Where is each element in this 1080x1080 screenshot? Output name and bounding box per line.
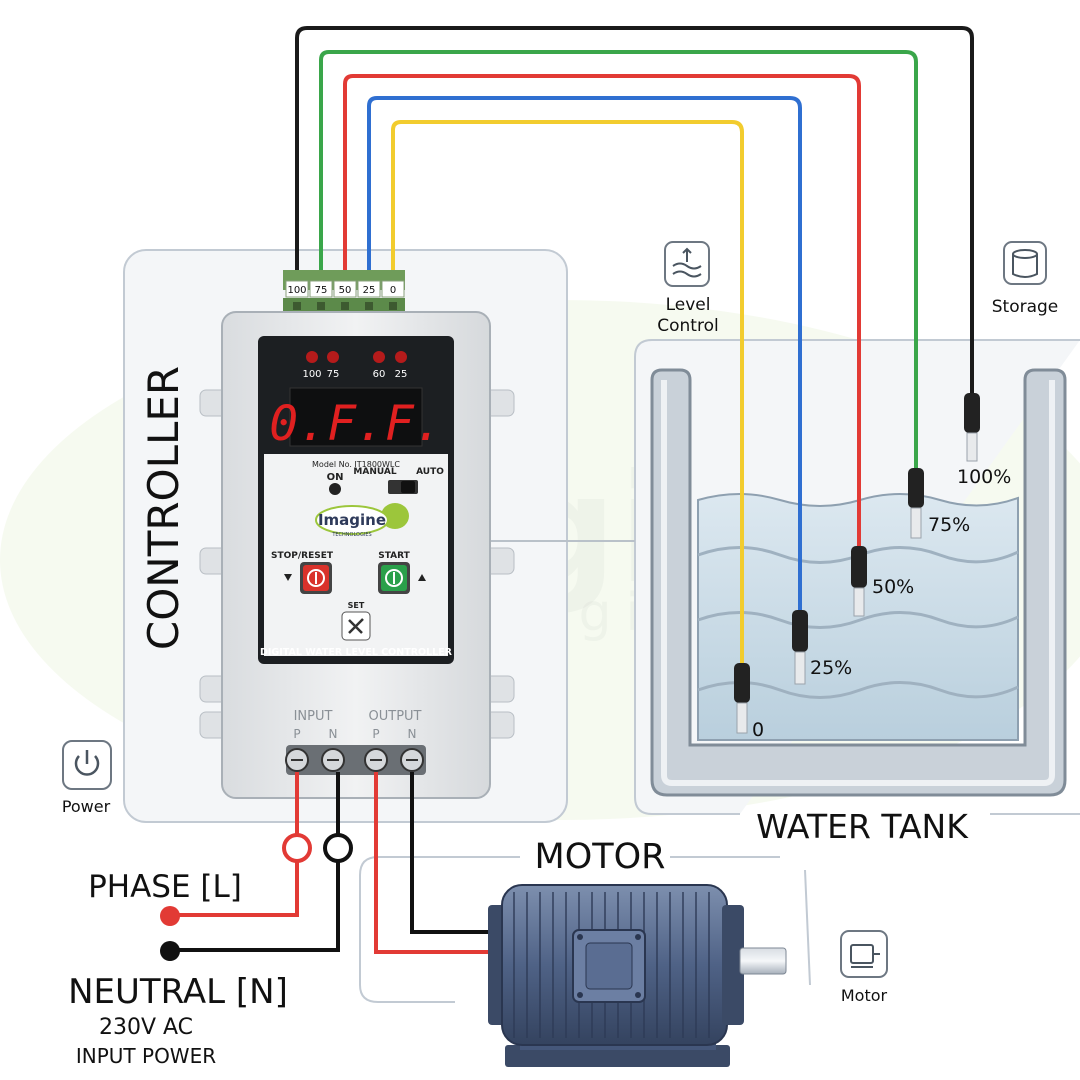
down-arrow-icon [284,574,292,581]
neutral-label: NEUTRAL [N] [68,972,288,1012]
pin-output-p: P [372,727,379,741]
level-control-label-2: Control [657,316,718,336]
start-button[interactable] [378,562,410,594]
led-75 [327,351,339,363]
motor [488,884,787,1067]
terminal-screw [317,302,325,310]
phase-wire [172,772,299,917]
seven-seg-display [289,387,423,447]
led-label-25: 25 [395,369,408,380]
led-label-60: 60 [373,369,386,380]
terminal-screw [389,302,397,310]
motor-phase-wire [374,772,490,954]
brand-name: Imagine [318,511,386,529]
brand-logo: Imagine TECHNOLOGIES [315,503,409,538]
power-icon [62,740,112,790]
terminal-screw [341,302,349,310]
wire-50 [343,74,861,548]
pin-input-p: P [293,727,300,741]
voltage-label: 230V AC [99,1015,193,1040]
sensor-wires [295,26,974,665]
phase-ring [282,833,312,863]
tank-title: WATER TANK [756,807,969,846]
sensor-label-0: 0 [752,719,764,741]
terminal-cell [333,280,357,298]
sensor-label-75: 75% [928,514,970,536]
sensor-label-100: 100% [957,466,1011,488]
terminal-label: 100 [287,285,306,296]
storage-icon [1003,241,1047,285]
sensor-label-25: 25% [810,657,852,679]
terminal-cell [357,280,381,298]
set-button[interactable] [341,611,371,641]
controller-device [199,311,515,799]
set-label: SET [348,601,365,610]
motor-label: Motor [841,986,888,1005]
wire-0 [391,120,744,665]
storage-label: Storage [992,297,1059,317]
controller-footer: DIGITAL WATER LEVEL CONTROLLER [260,647,453,658]
neutral-wire [172,772,340,952]
terminal-cell [309,280,333,298]
motor-neutral-wire [410,772,490,934]
terminal-label: 25 [363,285,376,296]
terminal-label: 50 [339,285,352,296]
output-label: OUTPUT [369,709,422,724]
neutral-ring [323,833,353,863]
input-label: INPUT [294,709,333,724]
terminal-cell [381,280,405,298]
probe-0 [734,663,750,734]
motor-panel [359,856,811,1003]
motor-title: MOTOR [535,837,666,877]
phase-label: PHASE [L] [88,869,242,905]
led-label-100: 100 [302,369,321,380]
motor-icon [840,930,888,978]
pin-input-n: N [329,727,338,741]
probe-100 [964,393,980,462]
wire-25 [367,96,802,612]
neutral-dot [160,941,180,961]
led-100 [306,351,318,363]
manual-label: MANUAL [353,467,396,477]
auto-label: AUTO [416,467,444,477]
led-60 [373,351,385,363]
probe-25 [792,610,808,685]
power-terminals [285,745,426,775]
stop-reset-button[interactable] [300,562,332,594]
probe-50 [851,546,867,617]
terminal-screw [365,302,373,310]
power-label: Power [62,797,111,816]
sensor-label-50: 50% [872,576,914,598]
terminal-label: 75 [315,285,328,296]
wire-75 [319,50,918,470]
wire-100 [295,26,974,395]
start-label: START [378,551,410,561]
pin-output-n: N [408,727,417,741]
stop-label: STOP/RESET [271,551,334,561]
terminal-block: 100 75 50 25 0 [283,270,405,314]
terminal-cell [285,280,309,298]
probe-75 [908,468,924,539]
on-label: ON [327,472,344,483]
display-readout: 0.F.F. [269,396,442,452]
model-number: Model No. IT1800WLC [312,460,400,469]
on-indicator [329,483,341,495]
input-power-label: INPUT POWER [76,1044,216,1068]
up-arrow-icon [418,574,426,581]
terminal-screw [293,302,301,310]
level-control-label-1: Level [666,295,711,315]
led-25 [395,351,407,363]
level-control-icon [664,241,710,287]
controller-title: CONTROLLER [139,366,188,650]
terminal-label: 0 [390,285,396,296]
phase-dot [160,906,180,926]
led-label-75: 75 [327,369,340,380]
brand-sub: TECHNOLOGIES [331,532,371,538]
